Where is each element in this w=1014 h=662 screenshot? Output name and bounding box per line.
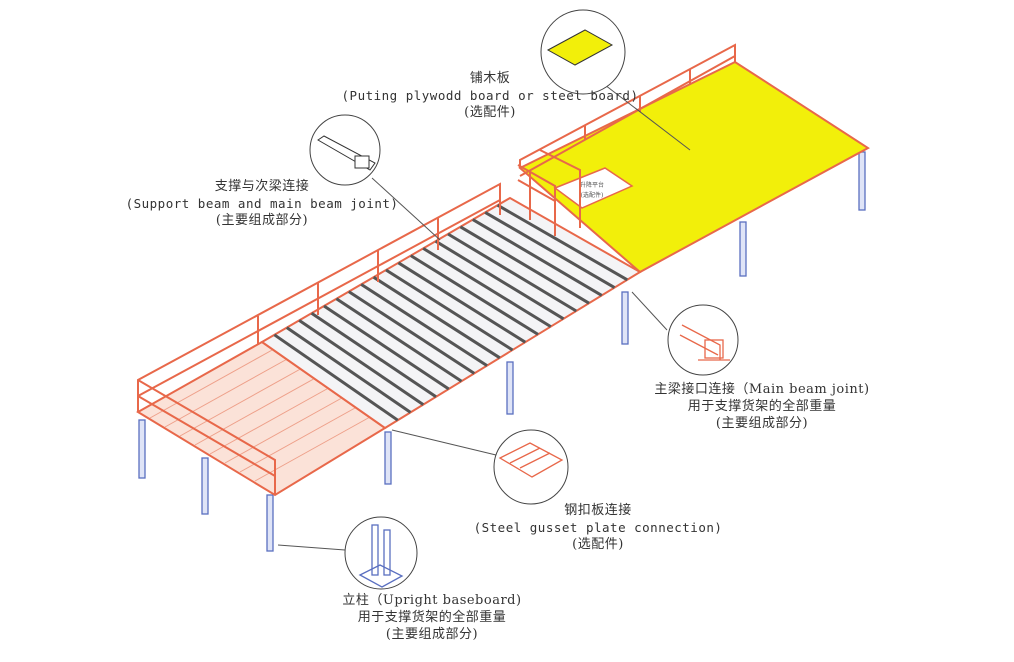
upright-use: 用于支撑货架的全部重量 [357, 610, 507, 625]
column [506, 361, 514, 415]
gusset-cn: 钢扣板连接 [564, 503, 632, 518]
gusset-note: (选配件) [572, 537, 624, 552]
hole-label-1: 升降平台 [580, 181, 604, 189]
deck-board [518, 60, 870, 274]
main-joint-callout: 主梁接口连接（Main beam joint) 用于支撑货架的全部重量 (主要组… [654, 381, 869, 432]
lift-hole [553, 167, 634, 209]
gusset-callout: 钢扣板连接 (Steel gusset plate connection) (选… [474, 502, 723, 553]
main-joint-detail-circle [667, 304, 739, 376]
upright-icon [358, 524, 404, 588]
joists [273, 203, 628, 422]
joist [397, 261, 527, 344]
column [858, 151, 866, 211]
support-joint-en: (Support beam and main beam joint) [125, 196, 399, 211]
column [739, 221, 747, 277]
joist [372, 275, 501, 360]
joist [385, 268, 514, 352]
callout-lines [277, 84, 691, 551]
joist [273, 333, 399, 422]
board-en: (Puting plywodd board or steel board) [341, 88, 639, 103]
joist [347, 290, 476, 375]
column [201, 457, 209, 515]
board-note: (选配件) [464, 105, 516, 120]
main-joint-cn: 主梁接口连接（Main beam joint) [654, 382, 870, 397]
column [621, 291, 629, 345]
support-joint-note: (主要组成部分) [215, 213, 309, 228]
joist [422, 247, 552, 328]
joist [434, 239, 565, 321]
column [384, 431, 392, 485]
joist [335, 297, 463, 383]
main-joint-icon [679, 324, 730, 361]
hole-label-2: (选配件) [581, 191, 604, 199]
joist [496, 203, 628, 282]
gusset-icon [498, 442, 564, 478]
joist [285, 326, 412, 414]
joist [298, 319, 425, 406]
joist [360, 283, 488, 367]
main-joint-use: 用于支撑货架的全部重量 [687, 399, 837, 414]
support-joint-cn: 支撑与次梁连接 [214, 179, 310, 194]
gusset-en: (Steel gusset plate connection) [473, 520, 723, 535]
joist [323, 304, 450, 391]
joist [410, 254, 539, 336]
joist [484, 211, 616, 289]
column [138, 419, 146, 479]
plank-lines [149, 348, 380, 482]
upright-note: (主要组成部分) [385, 627, 479, 642]
joist [472, 218, 603, 297]
upright-callout: 立柱（Upright baseboard) 用于支撑货架的全部重量 (主要组成部… [342, 592, 521, 643]
joist [459, 225, 590, 305]
upright-detail-circle [344, 516, 418, 590]
board-callout: 铺木板 (Puting plywodd board or steel board… [342, 70, 639, 121]
joist [310, 311, 437, 399]
column [266, 494, 274, 552]
joist [447, 232, 578, 313]
main-joint-note: (主要组成部分) [715, 416, 809, 431]
gusset-detail-circle [493, 429, 569, 505]
support-joint-callout: 支撑与次梁连接 (Support beam and main beam join… [126, 178, 399, 229]
board-cn: 铺木板 [469, 71, 511, 86]
board-sample-icon [546, 29, 614, 66]
upright-cn: 立柱（Upright baseboard) [342, 593, 522, 608]
